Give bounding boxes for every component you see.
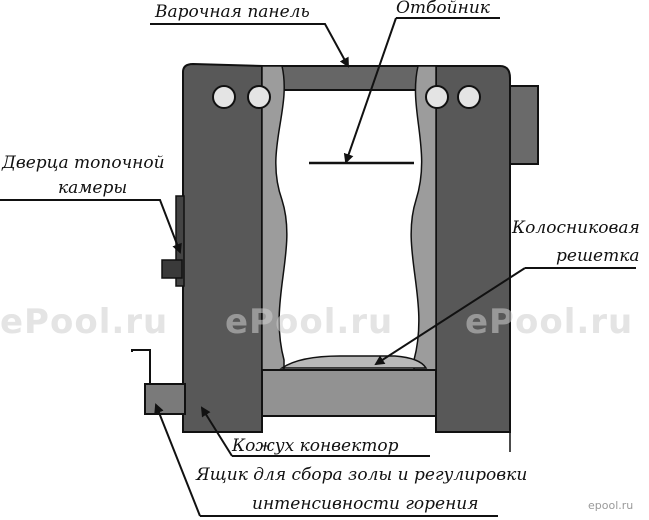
ash-box-leader bbox=[154, 403, 201, 517]
deflector-leader bbox=[343, 17, 397, 164]
watermark-left: ePool.ru bbox=[0, 302, 169, 342]
door-leader bbox=[0, 199, 182, 254]
right-side-panel bbox=[410, 65, 539, 452]
grate-leader bbox=[374, 267, 526, 366]
label-deflector: Отбойник bbox=[396, 0, 490, 18]
watermark-center: ePool.ru bbox=[225, 302, 394, 342]
label-firebox-door-line2: камеры bbox=[58, 178, 128, 198]
leader-lines bbox=[0, 17, 636, 517]
firebox-door bbox=[161, 195, 185, 287]
casing-leader bbox=[200, 406, 233, 457]
watermark-right: ePool.ru bbox=[465, 302, 634, 342]
left-side-panel bbox=[182, 62, 288, 433]
label-casing: Кожух конвектор bbox=[232, 436, 399, 456]
label-ash-box-line2: интенсивности горения bbox=[252, 494, 479, 514]
watermark-small: epool.ru bbox=[588, 499, 634, 512]
label-grate-line2: решетка bbox=[556, 246, 640, 266]
label-grate-line1: Колосниковая bbox=[512, 218, 640, 238]
label-hob: Варочная панель bbox=[155, 2, 310, 22]
ash-box bbox=[131, 349, 437, 417]
hob-leader bbox=[150, 23, 349, 68]
label-ash-box-line1: Ящик для сбора золы и регулировки bbox=[196, 465, 528, 485]
label-firebox-door-line1: Дверца топочной bbox=[2, 153, 165, 173]
grate bbox=[279, 355, 428, 369]
